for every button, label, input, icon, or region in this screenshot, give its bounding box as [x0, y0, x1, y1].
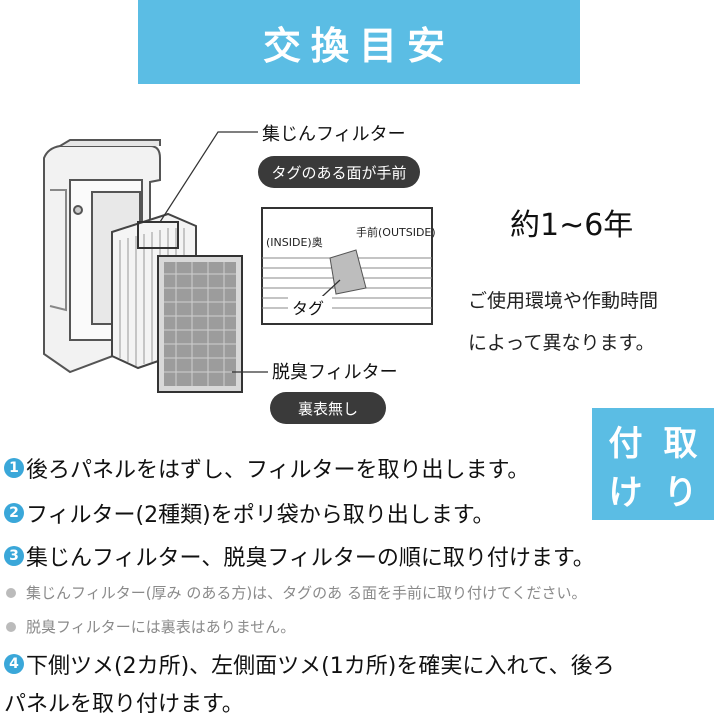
- title-banner: 交換目安: [138, 0, 580, 84]
- step-number: 3: [4, 546, 24, 566]
- bullet-note-2: 脱臭フィルターには裏表はありません。: [6, 616, 295, 637]
- bullet-text: 集じんフィルター(厚み のある方)は、タグのあ る面を手前に取り付けてください。: [26, 584, 587, 602]
- step-number: 2: [4, 503, 24, 523]
- bullet-dot: [6, 587, 16, 598]
- replacement-period: 約1~6年: [510, 208, 634, 243]
- note-line-2: によって異なります。: [468, 332, 655, 354]
- deodorant-filter-label: 脱臭フィルター: [272, 362, 398, 383]
- badge-char: り: [663, 473, 698, 513]
- deodorant-filter-drawing: [157, 255, 243, 393]
- installation-badge: 付 取 け り: [592, 408, 714, 520]
- dust-filter-pill-text: タグのある面が手前: [271, 164, 406, 182]
- step-2: 2 フィルター(2種類)をポリ袋から取り出します。: [4, 497, 495, 529]
- step-number: 4: [4, 654, 24, 674]
- step-number: 1: [4, 458, 24, 478]
- tag-detail-inset: [261, 207, 433, 325]
- inside-text: (INSIDE)奥: [266, 235, 323, 249]
- bullet-text: 脱臭フィルターには裏表はありません。: [26, 618, 296, 636]
- dust-filter-label: 集じんフィルター: [262, 124, 406, 145]
- filter-illustration: 集じんフィルター タグのある面が手前 (INSIDE)奥 手前(OUTSIDE)…: [43, 124, 436, 424]
- step-3: 3 集じんフィルター、脱臭フィルターの順に取り付けます。: [4, 540, 595, 572]
- tag-label: タグ: [292, 299, 324, 318]
- deodorant-filter-pill-text: 裏表無し: [298, 400, 358, 418]
- step-text: フィルター(2種類)をポリ袋から取り出します。: [26, 503, 495, 528]
- step-1: 1 後ろパネルをはずし、フィルターを取り出します。: [4, 452, 529, 484]
- bullet-dot: [6, 621, 16, 632]
- banner-title: 交換目安: [262, 23, 455, 68]
- badge-char: け: [608, 473, 643, 513]
- badge-char: 取: [663, 424, 698, 464]
- outside-text: 手前(OUTSIDE): [356, 225, 436, 239]
- note-line-1: ご使用環境や作動時間: [468, 290, 659, 312]
- deodorant-filter-pill: [270, 392, 386, 424]
- dust-filter-pill: [258, 156, 420, 188]
- step-text: 下側ツメ(2カ所)、左側面ツメ(1カ所)を確実に入れて、後ろ: [26, 654, 615, 679]
- leader-lines: [159, 131, 268, 373]
- step-4-continued: パネルを取り付けます。: [4, 692, 244, 717]
- step-text: 集じんフィルター、脱臭フィルターの順に取り付けます。: [26, 546, 595, 571]
- badge-char: 付: [608, 424, 643, 464]
- step-4: 4 下側ツメ(2カ所)、左側面ツメ(1カ所)を確実に入れて、後ろ: [4, 648, 615, 680]
- step-text: 後ろパネルをはずし、フィルターを取り出します。: [26, 458, 530, 483]
- bullet-note-1: 集じんフィルター(厚み のある方)は、タグのあ る面を手前に取り付けてください。: [6, 582, 587, 603]
